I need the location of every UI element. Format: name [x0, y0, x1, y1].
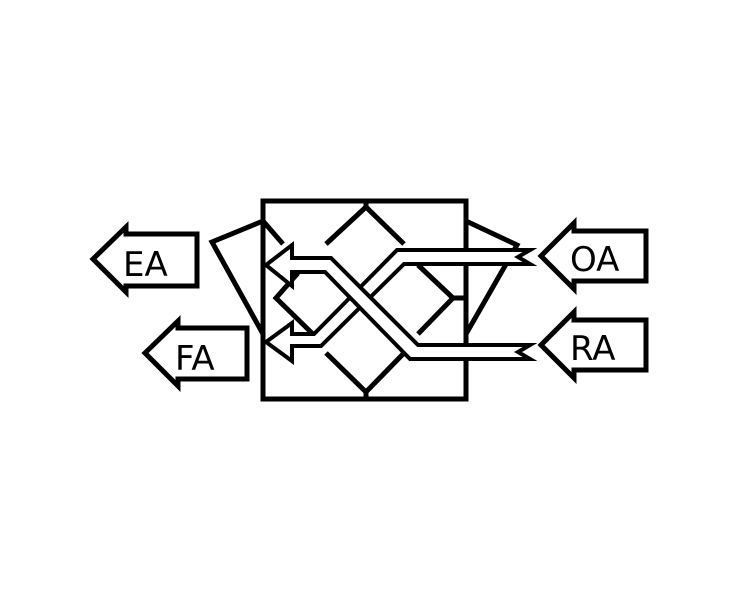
oa-label: OA — [570, 240, 619, 280]
left-hood — [208, 218, 266, 336]
ea-label: EA — [123, 245, 168, 285]
outdoor-air-flow-arrow — [262, 248, 538, 365]
fa-label: FA — [175, 339, 215, 379]
right-diamond — [416, 263, 457, 336]
oa-arrow-shape — [537, 216, 649, 296]
top-diamond — [324, 203, 406, 246]
fa-arrow-shape — [141, 315, 250, 393]
right-hood — [463, 218, 521, 336]
return-air-flow-arrow — [262, 240, 538, 361]
ra-arrow-shape — [537, 305, 649, 385]
ea-arrow-shape — [89, 221, 200, 299]
fa-arrow: FA — [141, 315, 250, 393]
ra-label: RA — [570, 329, 616, 369]
oa-arrow: OA — [537, 216, 649, 296]
ea-arrow: EA — [89, 221, 200, 299]
bottom-diamond — [324, 351, 406, 396]
top-plate — [261, 219, 285, 246]
ra-arrow: RA — [537, 305, 649, 385]
